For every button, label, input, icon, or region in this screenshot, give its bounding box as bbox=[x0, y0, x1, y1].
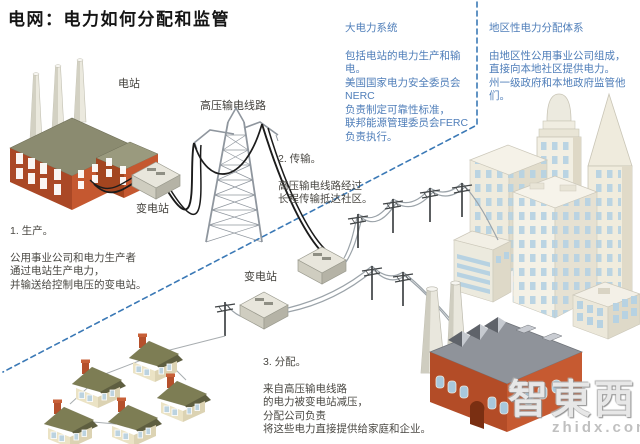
plant-windows bbox=[16, 153, 126, 195]
label-power-station: 电站 bbox=[118, 78, 140, 90]
factory-sawtooth-skylights bbox=[448, 317, 506, 347]
regional-system-body: 由地区性公用事业公司组成， 直接向本地社区提供电力。 州一级政府和本地政府监管他… bbox=[489, 49, 626, 103]
label-substation-2: 变电站 bbox=[244, 271, 277, 283]
transmission-tower-illustration bbox=[193, 106, 279, 243]
factory-illustration bbox=[420, 280, 584, 432]
annotation-bulk-power-system: 大电力系统 包括电站的电力生产和输电。 美国国家电力安全委员会NERC 负责制定… bbox=[345, 8, 477, 158]
step-3-distribution: 3. 分配。 来自高压输电线路 的电力被变电站减压， 分配公司负责 将这些电力直… bbox=[263, 342, 448, 437]
label-hv-lines: 高压输电线路 bbox=[200, 100, 266, 112]
houses-illustration bbox=[43, 333, 212, 444]
step-3-label: 3. 分配。 bbox=[263, 355, 307, 368]
step-2-transmission: 2. 传输。 高压输电线路经过 长程传输抵达社区。 bbox=[278, 139, 398, 207]
watermark-logo: 智東西 bbox=[508, 378, 637, 422]
power-station-illustration bbox=[9, 58, 159, 210]
bulk-system-body: 包括电站的电力生产和输电。 美国国家电力安全委员会NERC 负责制定可靠性标准，… bbox=[345, 49, 469, 143]
substation-box-3 bbox=[239, 291, 289, 330]
watermark-site: zhidx.com bbox=[552, 419, 640, 436]
city-buildings-illustration bbox=[452, 92, 633, 319]
factory-left-wall bbox=[430, 352, 507, 432]
small-office-building bbox=[572, 281, 640, 340]
smokestacks bbox=[29, 58, 87, 141]
bulk-system-heading: 大电力系统 bbox=[345, 21, 398, 34]
regional-system-heading: 地区性电力分配体系 bbox=[489, 21, 584, 34]
regulation-divider-dashed-line bbox=[2, 1, 478, 373]
annotation-regional-system: 地区性电力分配体系 由地区性公用事业公司组成， 直接向本地社区提供电力。 州一级… bbox=[489, 8, 639, 117]
step-3-text: 来自高压输电线路 的电力被变电站减压， 分配公司负责 将这些电力直接提供给家庭和… bbox=[263, 382, 431, 436]
factory-windows bbox=[435, 375, 562, 415]
blue-stripe-building bbox=[452, 230, 513, 303]
page-title: 电网：电力如何分配和监管 bbox=[8, 10, 230, 29]
factory-door bbox=[470, 401, 485, 429]
substation-box-2 bbox=[297, 246, 347, 285]
step-1-text: 公用事业公司和电力生产者 通过电站生产电力， 并输送给控制电压的变电站。 bbox=[10, 251, 147, 291]
step-1-label: 1. 生产。 bbox=[10, 224, 54, 237]
step-1-production: 1. 生产。 公用事业公司和电力生产者 通过电站生产电力， 并输送给控制电压的变… bbox=[10, 211, 180, 292]
step-2-text: 高压输电线路经过 长程传输抵达社区。 bbox=[278, 179, 373, 206]
step-2-label: 2. 传输。 bbox=[278, 152, 322, 165]
high-voltage-wires bbox=[89, 123, 329, 253]
front-tall-building bbox=[511, 175, 599, 319]
label-substation-1: 变电站 bbox=[136, 203, 169, 215]
